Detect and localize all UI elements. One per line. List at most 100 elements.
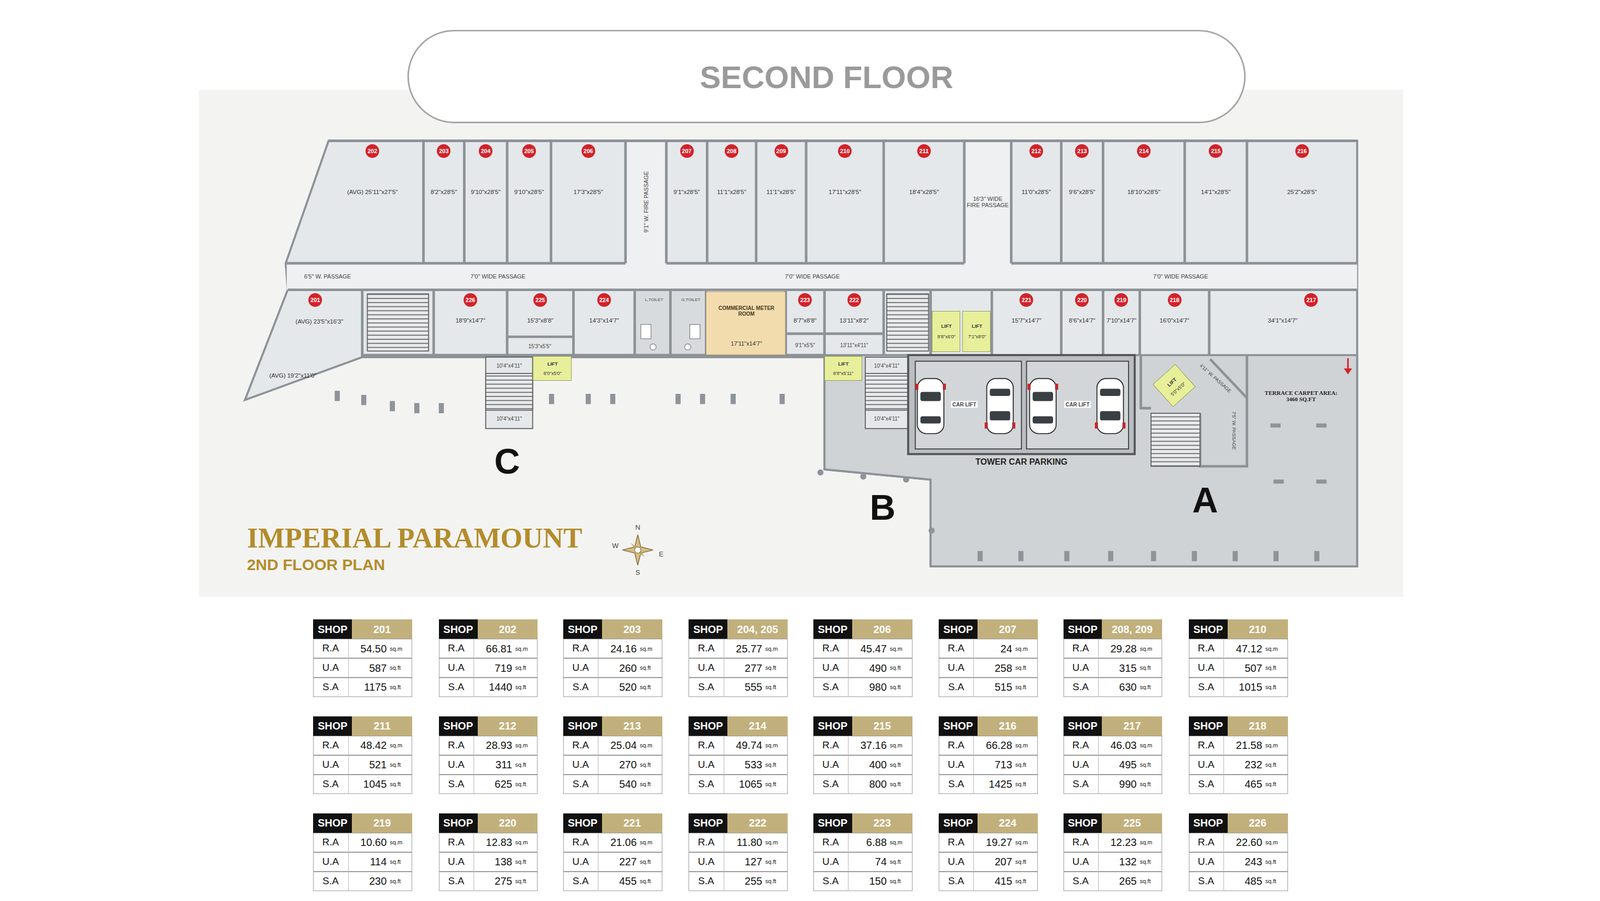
area-unit: sq.ft (389, 871, 413, 891)
area-type: U.A (813, 658, 848, 678)
area-table: SHOP201R.A54.50sq.mU.A587sq.ftS.A1175sq.… (313, 619, 413, 697)
callout-number: 206 (581, 144, 596, 158)
area-type: S.A (1063, 871, 1099, 891)
area-type: U.A (938, 755, 974, 775)
table-rule (847, 735, 849, 794)
callout-number: 217 (1304, 293, 1318, 307)
area-value: 260 (597, 658, 639, 678)
shop-number: 225 (1101, 813, 1163, 833)
table-rule (723, 638, 725, 697)
area-value: 48.42 (348, 735, 390, 756)
table-header: SHOP (1063, 619, 1103, 639)
table-header: SHOP (563, 813, 603, 833)
area-type: S.A (688, 871, 724, 891)
area-type: U.A (1188, 852, 1224, 872)
area-type: R.A (938, 832, 974, 853)
area-table: SHOP215R.A37.16sq.mU.A400sq.ftS.A800sq.f… (813, 716, 913, 794)
area-table: SHOP206R.A45.47sq.mU.A490sq.ftS.A980sq.f… (813, 619, 913, 697)
dimension-text: 18'10"x28'5" (1127, 188, 1161, 196)
passage-floor (286, 263, 1358, 291)
area-unit: sq.m (1265, 638, 1288, 659)
area-unit: sq.m (639, 638, 663, 659)
area-unit: sq.ft (1139, 658, 1163, 678)
shop-number: 204, 205 (727, 619, 788, 639)
area-type: U.A (563, 852, 598, 872)
area-type: U.A (438, 658, 474, 678)
area-value: 21.06 (597, 832, 639, 853)
area-unit: sq.m (389, 638, 413, 659)
columns (1108, 551, 1114, 562)
table-header: SHOP (1188, 619, 1228, 639)
dimension-text: 15'7"x14'7" (1011, 317, 1042, 325)
area-unit: sq.m (1265, 735, 1288, 756)
area-value: 54.50 (348, 638, 390, 659)
table-rule (847, 638, 849, 697)
area-value: 277 (723, 658, 765, 678)
area-value: 465 (1223, 774, 1265, 794)
area-unit: sq.ft (765, 852, 788, 872)
area-value: 1045 (348, 774, 390, 794)
toilet-label: L.TOILET (645, 297, 664, 303)
area-unit: sq.m (639, 735, 663, 756)
area-value: 127 (723, 852, 765, 872)
columns (1273, 551, 1279, 562)
table-header: SHOP (438, 619, 478, 639)
table-rule (973, 735, 974, 794)
table-rule (1223, 638, 1224, 697)
area-value: 19.27 (973, 832, 1015, 853)
shop-number: 203 (602, 619, 663, 639)
columns (928, 527, 936, 534)
shop-unit: 202(AVG) 25'11"x27'5" (328, 141, 424, 264)
shop-unit: 20811'1"x28'5" (706, 141, 756, 264)
area-unit: sq.ft (389, 852, 413, 872)
dimension-text: (AVG) 19'2"x11'0" (269, 372, 317, 380)
passage-floor (286, 141, 1358, 290)
callout-number: 208 (724, 144, 739, 158)
direction-arrow (1347, 358, 1349, 370)
area-value: 315 (1098, 658, 1140, 678)
callout-number: 218 (1167, 293, 1182, 307)
callout-number: 222 (847, 293, 862, 307)
passage-label: 7'0" WIDE PASSAGE (470, 273, 526, 280)
area-table: SHOP224R.A19.27sq.mU.A207sq.ftS.A415sq.f… (938, 813, 1038, 891)
area-unit: sq.ft (1265, 755, 1288, 775)
table-header: SHOP (688, 813, 728, 833)
area-value: 1425 (973, 774, 1015, 794)
area-type: R.A (1188, 735, 1224, 756)
dimension-text: 8'7"x8'8" (793, 317, 817, 325)
dimension-text: 9'1"x28'5" (673, 188, 700, 196)
shop-unit: 21118'4"x28'5" (883, 141, 965, 264)
area-value: 47.12 (1223, 638, 1265, 659)
area-table: SHOP212R.A28.93sq.mU.A311sq.ftS.A625sq.f… (438, 716, 539, 794)
area-type: U.A (688, 755, 724, 775)
table-rule (597, 735, 599, 794)
area-type: R.A (563, 832, 598, 853)
shop-number: 223 (852, 813, 913, 833)
columns (817, 469, 824, 476)
area-unit: sq.ft (1265, 852, 1288, 872)
area-unit: sq.m (765, 638, 788, 659)
area-type: U.A (688, 852, 724, 872)
callout-number: 213 (1075, 144, 1089, 158)
area-type: S.A (1188, 871, 1224, 891)
area-unit: sq.ft (639, 852, 663, 872)
area-type: U.A (688, 658, 724, 678)
area-unit: sq.ft (765, 774, 788, 794)
columns (585, 393, 592, 404)
area-type: S.A (813, 871, 848, 891)
car-lift-label: CAR LIFT (1064, 400, 1092, 408)
stairs (865, 373, 909, 411)
area-value: 227 (597, 852, 639, 872)
area-unit: sq.ft (1139, 871, 1163, 891)
area-type: U.A (438, 852, 474, 872)
compass-rose (634, 546, 641, 554)
callout-number: 221 (1019, 293, 1034, 307)
table-header: SHOP (688, 619, 728, 639)
area-unit: sq.ft (765, 871, 788, 891)
shop-number: 207 (977, 619, 1038, 639)
stair-dimension: 10'4"x4'11" (874, 362, 900, 369)
callout-number: 209 (774, 144, 789, 158)
area-unit: sq.m (1015, 638, 1038, 659)
table-rule (473, 638, 475, 697)
